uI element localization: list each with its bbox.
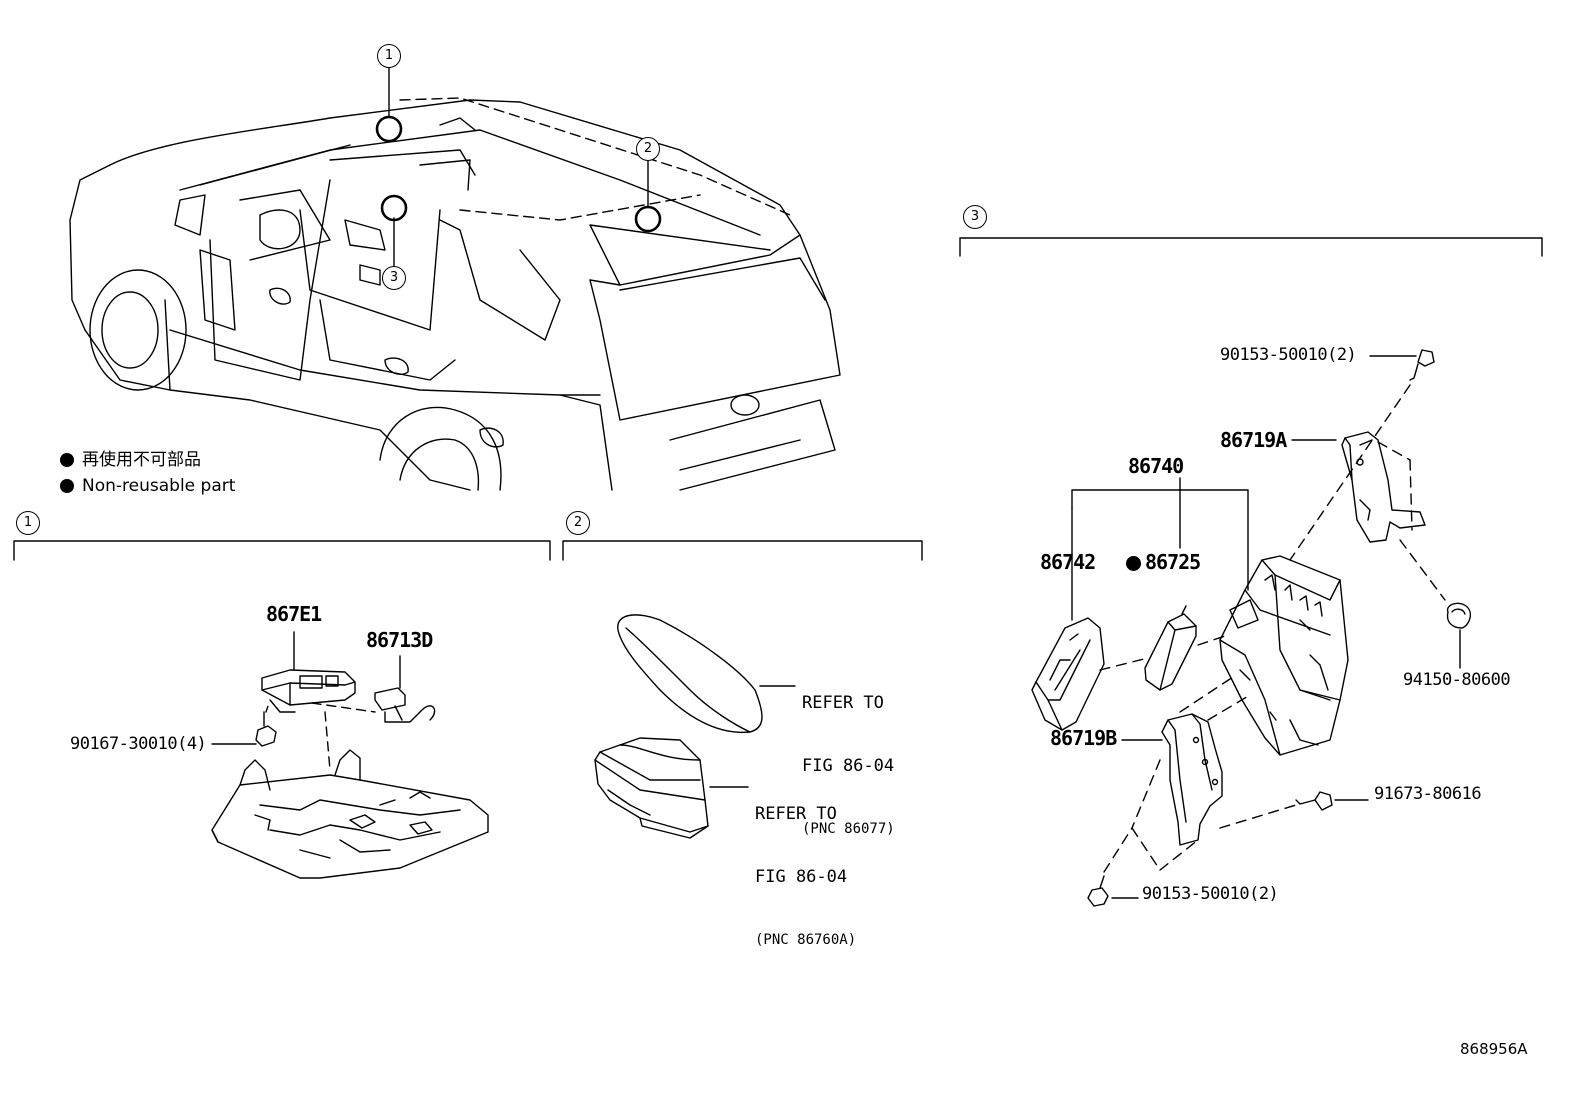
part-94150-80600[interactable]: 94150-80600 — [1403, 670, 1511, 690]
callout-3-vehicle: 3 — [382, 266, 406, 290]
legend-english-text: Non-reusable part — [82, 476, 236, 496]
part-86719B[interactable]: 86719B — [1050, 726, 1117, 750]
callout-3-section: 3 — [963, 205, 987, 229]
callout-2-section: 2 — [566, 511, 590, 535]
refer-line-1: REFER TO — [755, 804, 837, 824]
section-3-bracket — [959, 237, 1543, 257]
part-86719A[interactable]: 86719A — [1220, 428, 1287, 452]
section-2-art — [594, 614, 796, 839]
refer-note-86077: REFER TO FIG 86-04 (PNC 86077) — [802, 651, 895, 882]
legend-japanese: 再使用不可部品 — [60, 452, 201, 469]
vehicle-illustration — [69, 97, 841, 491]
location-marker-3 — [380, 194, 408, 222]
section-2-bracket — [562, 540, 923, 561]
refer-pnc: (PNC 86077) — [802, 821, 895, 837]
part-86742[interactable]: 86742 — [1040, 550, 1096, 574]
refer-fig-link[interactable]: FIG 86-04 — [755, 867, 848, 887]
non-reusable-dot-icon — [60, 453, 74, 467]
part-867E1[interactable]: 867E1 — [266, 602, 322, 626]
callout-1-section: 1 — [16, 511, 40, 535]
part-86725-number: 86725 — [1145, 550, 1201, 574]
refer-line-1: REFER TO — [802, 693, 884, 713]
part-90153-50010-bottom[interactable]: 90153-50010(2) — [1142, 884, 1279, 904]
callout-2-vehicle: 2 — [636, 137, 660, 161]
callout-1-vehicle: 1 — [377, 44, 401, 68]
refer-pnc: (PNC 86760A) — [755, 932, 857, 948]
refer-fig-link[interactable]: FIG 86-04 — [802, 756, 895, 776]
diagram-id: 868956A — [1460, 1040, 1528, 1058]
non-reusable-dot-icon — [60, 479, 74, 493]
part-90153-50010-top[interactable]: 90153-50010(2) — [1220, 345, 1357, 365]
legend-english: Non-reusable part — [60, 478, 235, 495]
section-1-bracket — [13, 540, 551, 561]
part-86725[interactable]: 86725 — [1126, 550, 1201, 574]
section-1-art — [211, 631, 489, 879]
location-marker-2 — [634, 205, 662, 233]
part-86740[interactable]: 86740 — [1128, 454, 1184, 478]
part-91673-80616[interactable]: 91673-80616 — [1374, 784, 1482, 804]
refer-note-86760A: REFER TO FIG 86-04 (PNC 86760A) — [755, 762, 856, 993]
part-86713D[interactable]: 86713D — [366, 628, 433, 652]
non-reusable-dot-icon — [1126, 556, 1141, 571]
part-90167-30010[interactable]: 90167-30010(4) — [70, 734, 207, 754]
location-marker-1 — [375, 115, 403, 143]
section-3-art — [1031, 349, 1472, 907]
legend-japanese-text: 再使用不可部品 — [82, 450, 201, 470]
